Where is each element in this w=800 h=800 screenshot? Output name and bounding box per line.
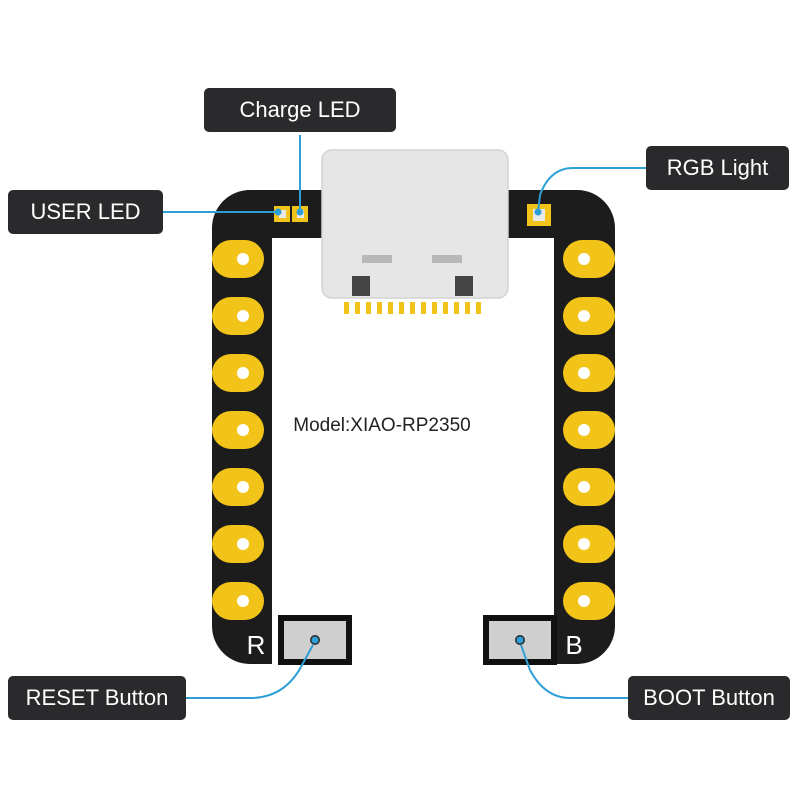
usr-silkscreen: USR (274, 242, 291, 274)
pin-pad (212, 297, 264, 335)
pin-pad (212, 411, 264, 449)
pin-pad (563, 354, 615, 392)
left-pin-pads (212, 240, 264, 620)
rgb-silkscreen: RGB (529, 246, 546, 279)
pin-pad (212, 468, 264, 506)
leader-lines (163, 135, 646, 699)
pin-pad (563, 468, 615, 506)
pin-pad (212, 525, 264, 563)
reset-button-callout: RESET Button (8, 676, 186, 720)
leader-rgb-light (537, 167, 646, 213)
pin-pad (563, 525, 615, 563)
usb-c-connector (321, 149, 509, 314)
b-silkscreen: B (565, 630, 582, 660)
leader-reset-button (186, 644, 314, 699)
pin-pad (563, 411, 615, 449)
pin-pad (563, 240, 615, 278)
boot-button-callout: BOOT Button (628, 676, 790, 720)
pin-pad (212, 354, 264, 392)
rgb-light-callout: RGB Light (646, 146, 789, 190)
pin-pad (212, 582, 264, 620)
pin-pad (212, 240, 264, 278)
leader-boot-button (520, 644, 628, 699)
pwr-silkscreen: PWR (296, 240, 313, 275)
model-label: Model:XIAO-RP2350 (293, 415, 470, 436)
usb-contacts (344, 302, 481, 314)
right-pin-pads (563, 240, 615, 620)
pin-pad (563, 582, 615, 620)
r-silkscreen: R (247, 630, 266, 660)
user-led-callout: USER LED (8, 190, 163, 234)
pin-pad (563, 297, 615, 335)
charge-led-callout: Charge LED (204, 88, 396, 132)
leader-dots (274, 208, 542, 644)
shield-area (272, 238, 554, 664)
